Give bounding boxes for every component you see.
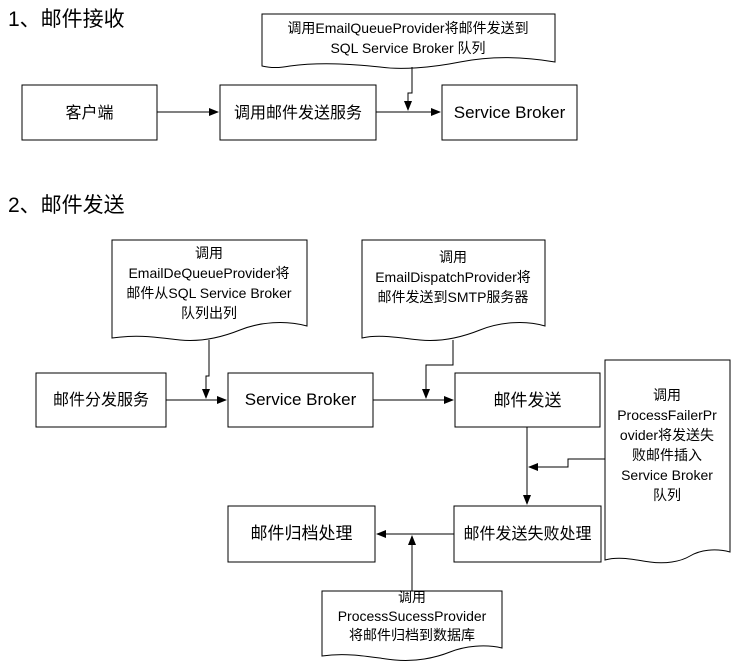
note-success-line1: 调用 xyxy=(398,589,426,605)
note-dequeue-line4: 队列出列 xyxy=(181,305,237,321)
note-dispatch-line2: EmailDispatchProvider将 xyxy=(375,269,531,285)
arrow-dequeue-note-connector xyxy=(202,340,210,399)
note-email-queue-provider xyxy=(261,13,556,69)
box-dispatch-service-label: 邮件分发服务 xyxy=(53,391,149,409)
note-failer-line6: 队列 xyxy=(653,487,681,503)
section1-title: 1、邮件接收 xyxy=(8,8,125,31)
note-success-line3: 将邮件归档到数据库 xyxy=(349,627,475,643)
note-process-success-provider xyxy=(321,590,503,661)
box-call-send-service xyxy=(219,84,377,141)
box-service-broker-1 xyxy=(441,84,578,141)
note-email-queue-provider-line1: 调用EmailQueueProvider将邮件发送到 xyxy=(287,20,528,36)
note-dispatch-line3: 邮件发送到SMTP服务器 xyxy=(378,289,529,305)
note-email-dequeue-provider xyxy=(111,239,308,341)
note-dequeue-line1: 调用 xyxy=(195,245,223,261)
note-dequeue-line2: EmailDeQueueProvider将 xyxy=(128,265,289,281)
note-failer-line1: 调用 xyxy=(653,387,681,403)
note-process-failer-provider xyxy=(604,359,731,564)
note-failer-line3: ovider将发送失 xyxy=(620,427,714,443)
box-client-label: 客户端 xyxy=(65,104,113,122)
arrow-failer-note-connector xyxy=(528,458,605,471)
note-success-line2: ProcessSucessProvider xyxy=(338,608,487,624)
box-dispatch-service xyxy=(35,372,167,428)
box-archive-label: 邮件归档处理 xyxy=(251,524,353,543)
box-call-send-service-label: 调用邮件发送服务 xyxy=(234,104,362,122)
arrow-dispatch-note-connector xyxy=(422,340,454,399)
note-failer-line4: 败邮件插入 xyxy=(632,447,702,463)
box-send-mail xyxy=(454,372,601,428)
box-send-mail-label: 邮件发送 xyxy=(494,391,562,410)
note-email-dispatch-provider xyxy=(361,239,546,341)
box-send-fail-label: 邮件发送失败处理 xyxy=(463,525,591,543)
box-archive xyxy=(227,505,376,563)
section2-title: 2、邮件发送 xyxy=(8,194,125,217)
box-service-broker-1-label: Service Broker xyxy=(454,103,566,122)
note-failer-line2: ProcessFailerPr xyxy=(617,407,717,423)
note-dequeue-line3: 邮件从SQL Service Broker xyxy=(126,285,292,301)
box-client xyxy=(21,84,158,141)
box-send-fail xyxy=(453,505,602,563)
arrow-note1-connector xyxy=(404,67,413,111)
note-failer-line5: Service Broker xyxy=(621,467,713,483)
box-service-broker-2-label: Service Broker xyxy=(245,390,357,409)
note-email-queue-provider-line2: SQL Service Broker 队列 xyxy=(330,40,485,56)
note-dispatch-line1: 调用 xyxy=(439,249,467,265)
